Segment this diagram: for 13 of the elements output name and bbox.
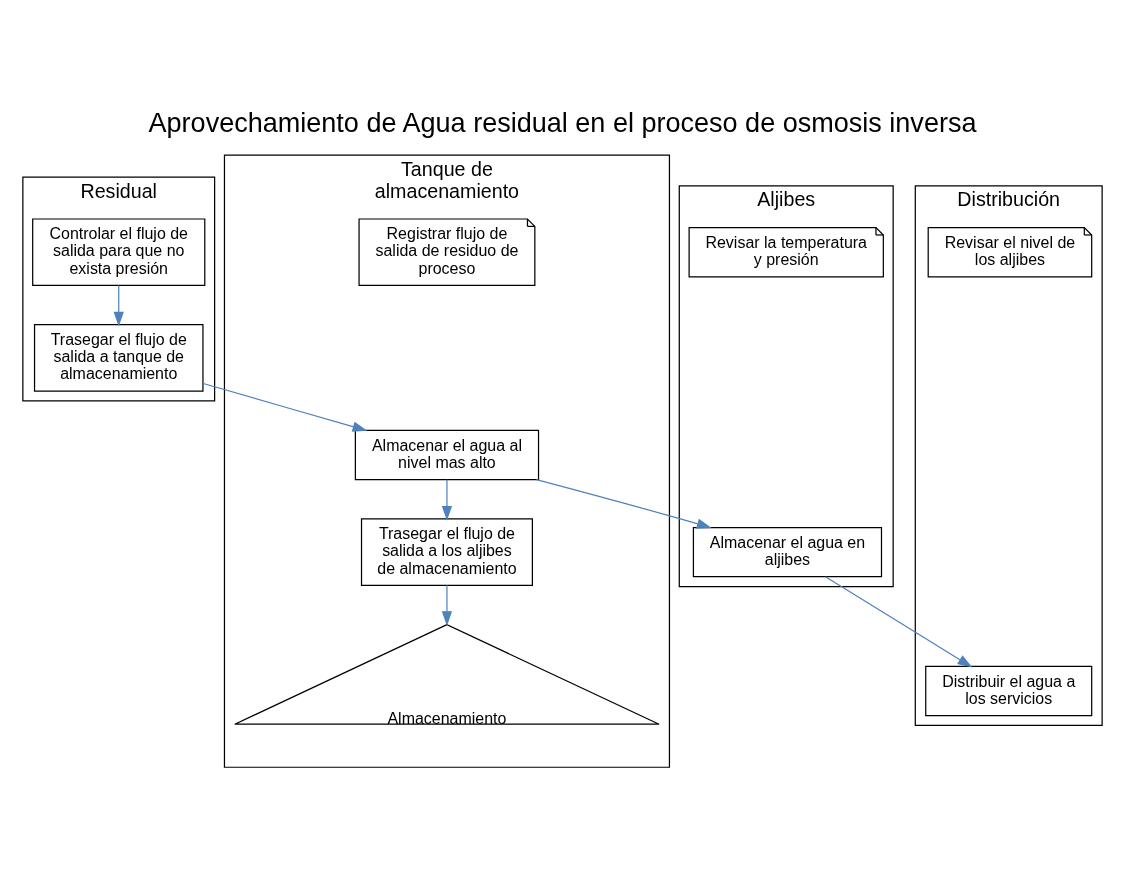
arrow [824,575,973,667]
node-box: Distribuir el agua a los servicios [925,665,1093,716]
arrow [202,382,368,432]
diagram-title: Aprovechamiento de Agua residual en el proceso de osmosis inversa [148,107,977,138]
node-box: Almacenar el agua al nivel mas alto [354,429,540,480]
node-box: Almacenar el agua en aljibes [692,526,883,577]
node-box: Trasegar el flujo de salida a los aljibes de almacenamiento [360,517,533,586]
arrow [441,478,453,521]
arrow [535,478,712,529]
node-box: Trasegar el flujo de salida a tanque de almacenamiento [33,323,204,392]
node-box: Controlar el flujo de salida para que no exista presión [32,217,206,286]
arrow [113,284,124,326]
arrow [441,584,453,626]
